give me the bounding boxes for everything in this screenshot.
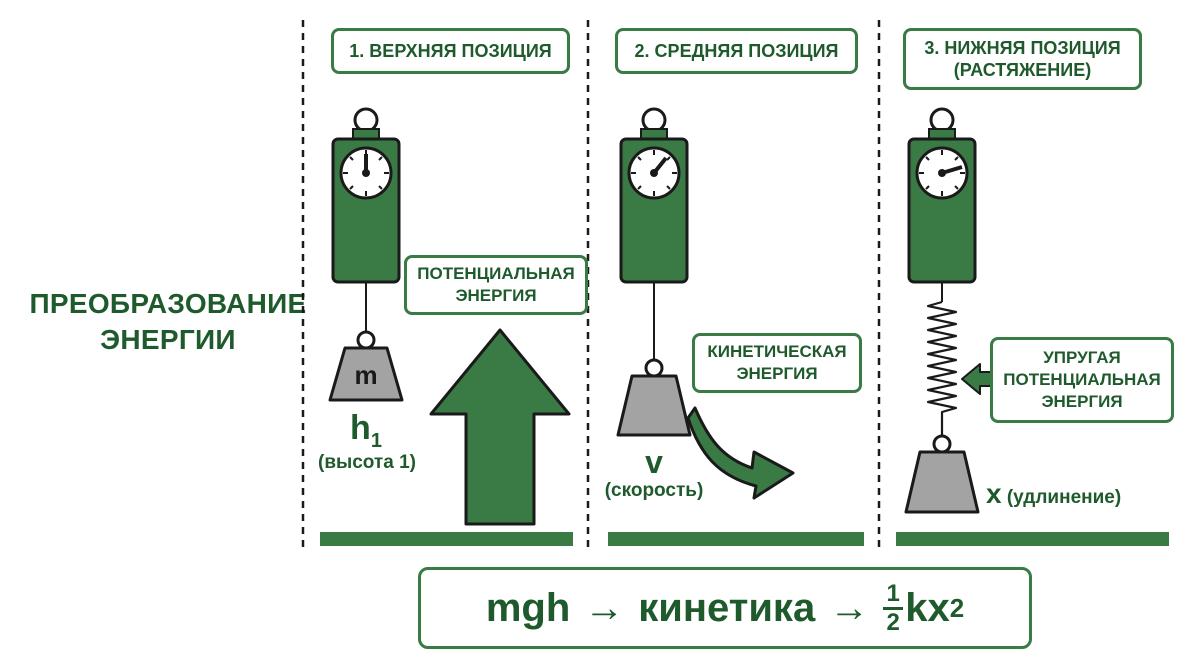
kinetic-energy-label: КИНЕТИЧЕСКАЯ ЭНЕРГИЯ [692,333,862,393]
velocity-variable: v [645,444,663,480]
diagram-title: ПРЕОБРАЗОВАНИЕ ЭНЕРГИИ [18,286,318,358]
floor-2 [608,532,864,546]
elongation-variable: x (удлинение) [986,478,1166,510]
panel-3-header-line-1: 3. НИЖНЯЯ ПОЗИЦИЯ [924,38,1121,58]
formula-arrow-2: → [829,585,870,630]
title-line-1: ПРЕОБРАЗОВАНИЕ [29,288,307,319]
potential-energy-label: ПОТЕНЦИАЛЬНАЯ ЭНЕРГИЯ [404,255,588,315]
formula-kinetic: кинетика [638,585,816,630]
title-line-2: ЭНЕРГИИ [100,324,236,355]
spring-scale-1 [331,107,401,284]
formula-arrow-1: → [584,585,625,630]
elongation-caption: (удлинение) [1006,487,1122,508]
weight-1 [328,330,404,402]
height-variable: h1 [326,410,406,459]
kinetic-energy-line-1: КИНЕТИЧЕСКАЯ [707,342,847,361]
formula-potential: mgh [485,585,571,630]
potential-energy-arrow [429,328,571,526]
panel-2-header-line-1: 2. СРЕДНЯЯ ПОЗИЦИЯ [634,41,839,61]
potential-energy-line-2: ЭНЕРГИЯ [455,286,537,305]
weight-3 [904,434,980,514]
velocity-caption: (скорость) [604,480,704,501]
elastic-energy-label: УПРУГАЯ ПОТЕНЦИАЛЬНАЯ ЭНЕРГИЯ [990,337,1174,423]
kinetic-energy-line-2: ЭНЕРГИЯ [736,364,818,383]
floor-1 [320,532,573,546]
fraction-denominator: 2 [886,608,900,636]
fraction-numerator: 1 [886,579,900,607]
elastic-energy-arrow [961,363,994,395]
panel-3-header-line-2: (РАСТЯЖЕНИЕ) [953,60,1092,80]
elastic-energy-line-1: УПРУГАЯ [1043,348,1121,367]
elastic-energy-line-3: ЭНЕРГИЯ [1041,392,1123,411]
weight-2 [616,358,692,437]
formula-fraction: 1 2 [883,579,904,636]
elastic-energy-line-2: ПОТЕНЦИАЛЬНАЯ [1003,370,1161,389]
spring-scale-2 [619,107,689,284]
formula-exponent: 2 [949,592,965,623]
height-caption: (высота 1) [318,452,416,473]
weight-mass-label: m [354,360,378,390]
floor-3 [896,532,1169,546]
panel-1-header: 1. ВЕРХНЯЯ ПОЗИЦИЯ [331,28,570,74]
height-variable-subscript: 1 [370,429,382,452]
coil-spring [926,300,958,436]
spring-scale-3 [907,107,977,284]
potential-energy-line-1: ПОТЕНЦИАЛЬНАЯ [417,264,575,283]
panel-2-header: 2. СРЕДНЯЯ ПОЗИЦИЯ [615,28,858,74]
elongation-variable-letter: x [986,478,1002,509]
height-variable-letter: h [350,409,371,447]
kinetic-energy-arrow [686,406,795,500]
panel-1-header-line-1: 1. ВЕРХНЯЯ ПОЗИЦИЯ [349,41,552,61]
fraction-bar [883,606,904,610]
panel-3-header: 3. НИЖНЯЯ ПОЗИЦИЯ (РАСТЯЖЕНИЕ) [903,28,1142,90]
formula-kx: kx [905,585,950,630]
